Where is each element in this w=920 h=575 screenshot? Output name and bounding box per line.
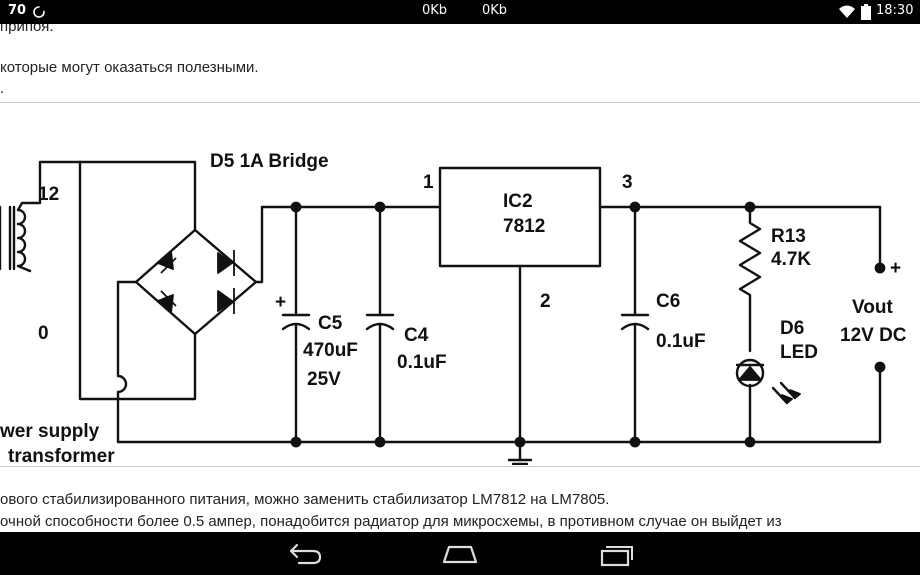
pin1-label: 1 (423, 172, 434, 193)
power-supply-label: wer supply (0, 421, 100, 442)
sync-icon (33, 6, 45, 18)
article-text-line: которые могут оказаться полезными. (0, 59, 259, 76)
vout-label: Vout (852, 297, 893, 318)
vout-value-label: 12V DC (840, 325, 907, 346)
d6-type-label: LED (780, 342, 818, 363)
transformer-label: transformer (8, 446, 115, 465)
status-bar: 70 0Kb 0Kb 18:30 (0, 0, 920, 24)
article-view[interactable]: припоя. которые могут оказаться полезным… (0, 24, 920, 532)
navigation-bar (0, 532, 920, 575)
bridge-label: D5 1A Bridge (210, 151, 329, 172)
d6-name-label: D6 (780, 318, 804, 339)
recent-apps-button[interactable] (594, 540, 638, 568)
ic-name-label: IC2 (503, 191, 533, 212)
network-download-speed: 0Kb (422, 3, 448, 18)
home-button[interactable] (438, 540, 482, 568)
c4-value-label: 0.1uF (397, 352, 447, 373)
battery-icon (861, 4, 871, 20)
ic-part-label: 7812 (503, 216, 545, 237)
divider (0, 466, 920, 467)
article-text-line: . (0, 80, 5, 97)
circuit-schematic-image: D5 1A Bridge 12 0 wer supply transformer… (0, 151, 907, 465)
transformer-bottom-label: 0 (38, 323, 49, 344)
c4-name-label: C4 (404, 325, 429, 346)
c5-voltage-label: 25V (307, 369, 341, 390)
recent-apps-icon (600, 546, 633, 567)
article-text-line: ового стабилизированного питания, можно … (0, 491, 610, 508)
back-icon (289, 543, 322, 565)
transformer-top-label: 12 (38, 184, 59, 205)
wifi-icon (839, 5, 855, 18)
pin3-label: 3 (622, 172, 633, 193)
r13-name-label: R13 (771, 226, 806, 247)
notification-count: 70 (8, 3, 27, 18)
divider (0, 102, 920, 103)
home-icon (442, 545, 478, 564)
article-text-line: очной способности более 0.5 ампер, понад… (0, 513, 782, 530)
back-button[interactable] (283, 540, 327, 568)
output-plus-label: + (890, 258, 901, 279)
c6-value-label: 0.1uF (656, 331, 706, 352)
pin2-label: 2 (540, 291, 551, 312)
c5-name-label: C5 (318, 313, 343, 334)
c6-name-label: C6 (656, 291, 680, 312)
clock: 18:30 (876, 3, 914, 18)
r13-value-label: 4.7K (771, 249, 811, 270)
c5-value-label: 470uF (303, 340, 358, 361)
c5-plus-label: + (275, 292, 286, 313)
article-text-line: припоя. (0, 24, 54, 35)
network-upload-speed: 0Kb (482, 3, 508, 18)
